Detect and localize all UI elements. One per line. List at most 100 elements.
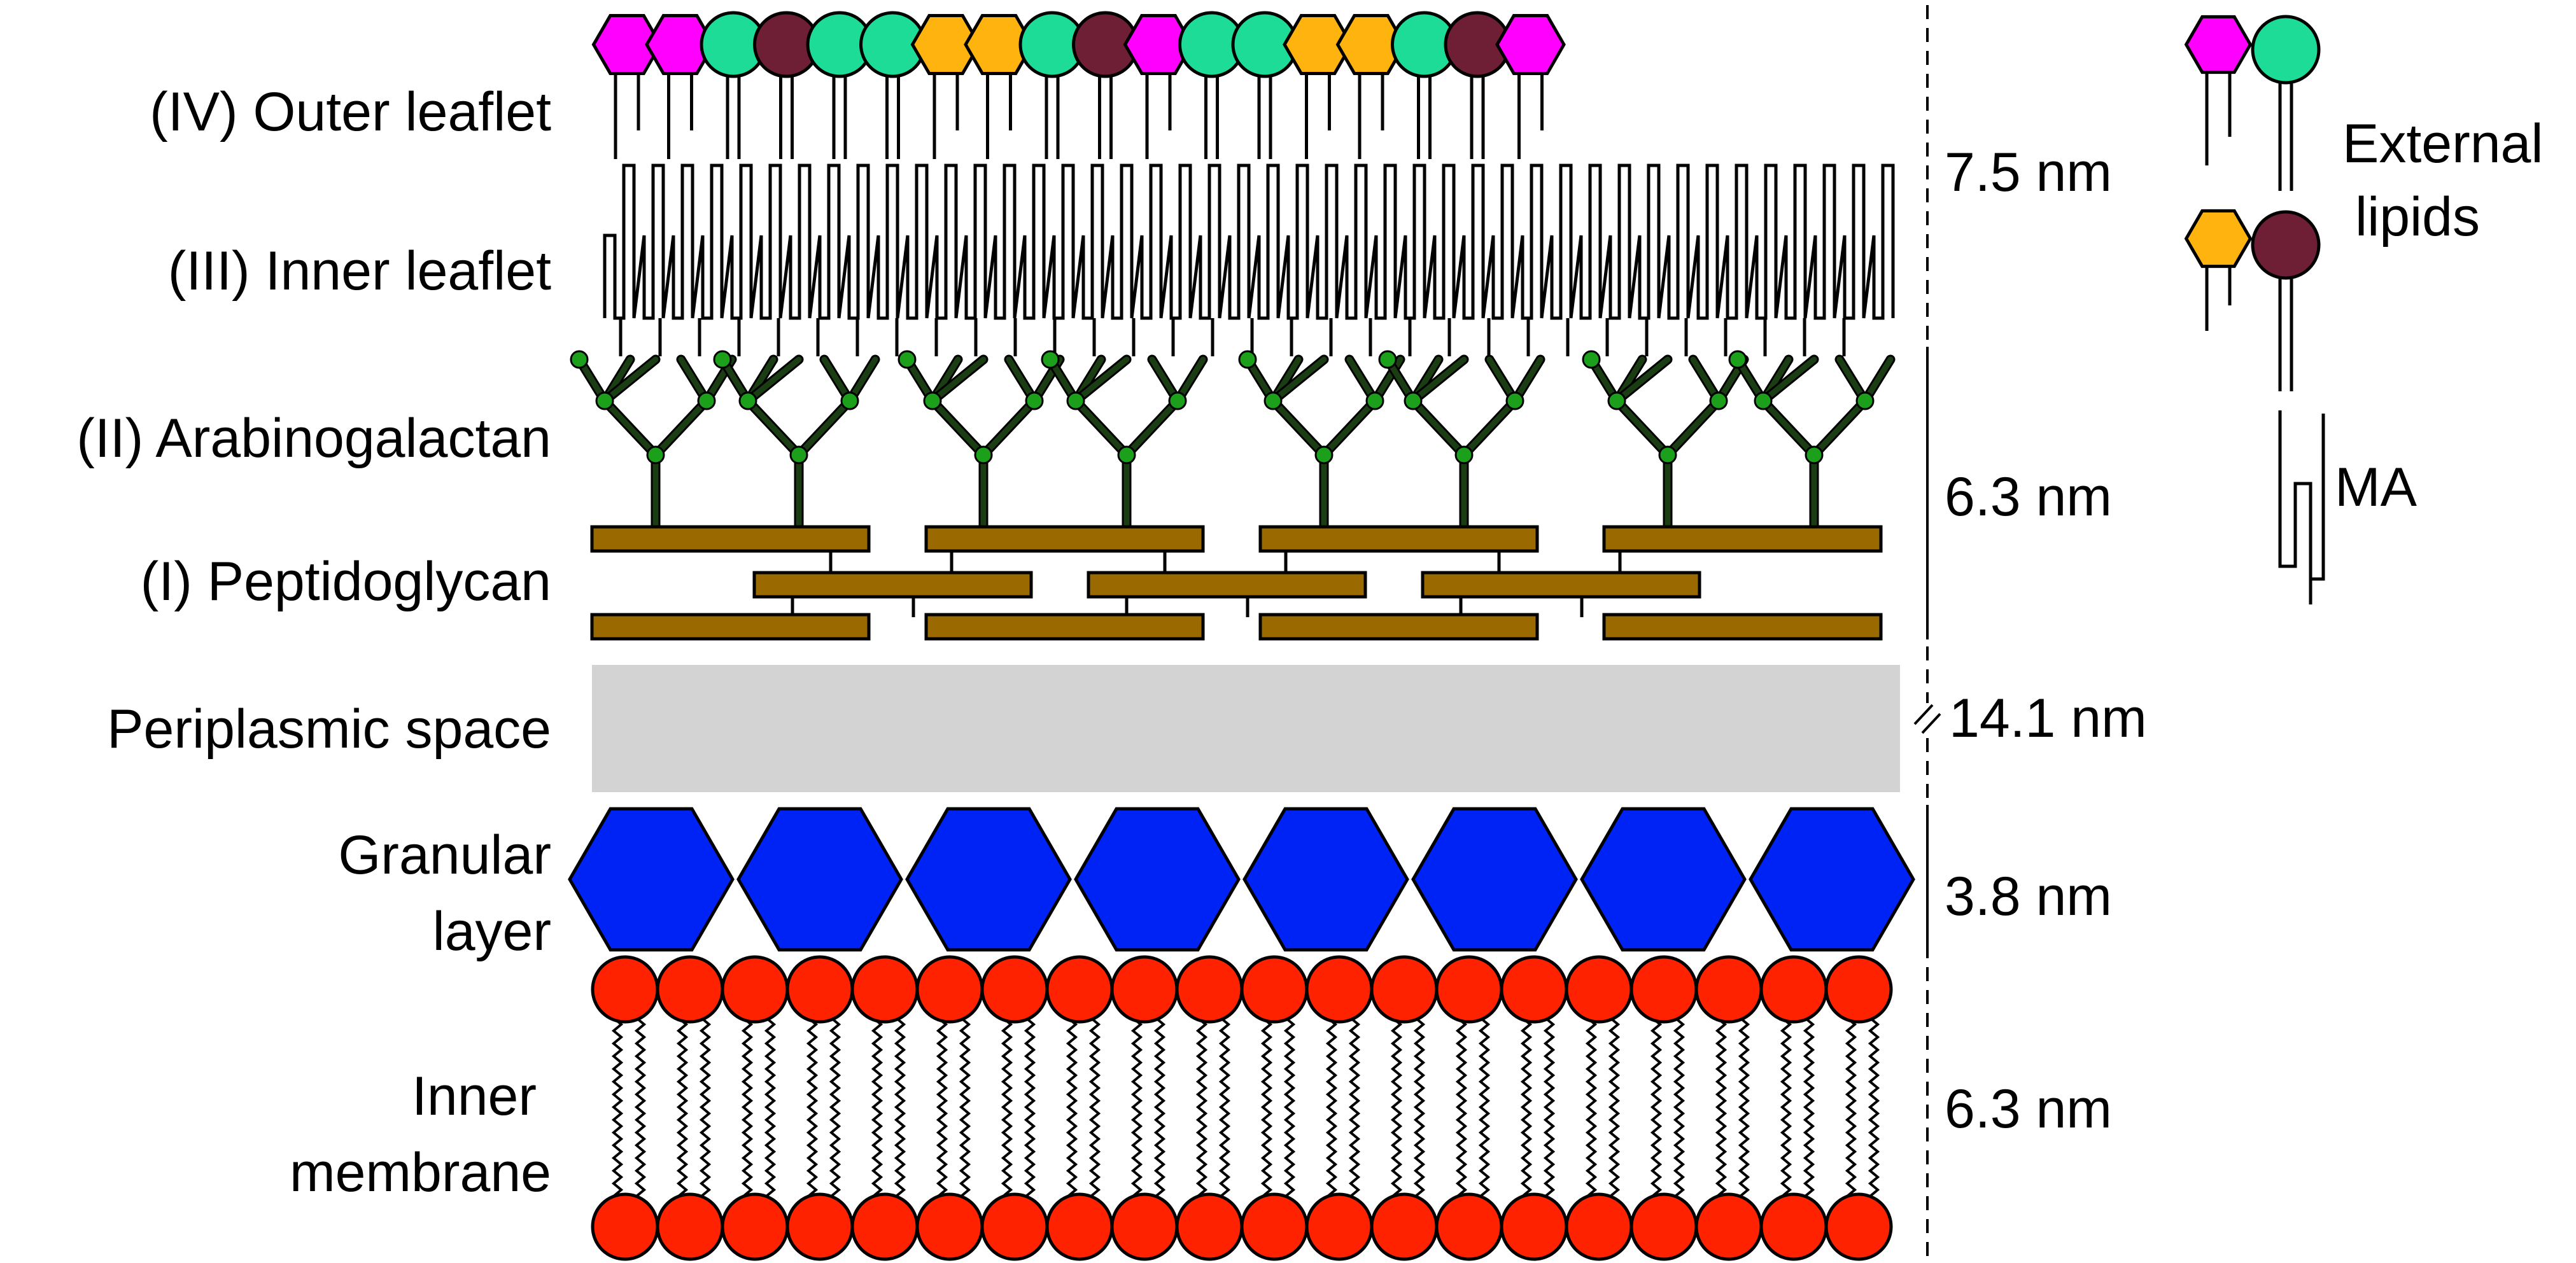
phospholipid-tail [1001, 1017, 1013, 1197]
phospholipid-tail [871, 1017, 883, 1197]
outer-lipid-tail [1204, 73, 1219, 159]
ag-sugar-node [789, 445, 808, 464]
phospholipid-tail [1543, 1017, 1556, 1197]
ag-sugar-node [1314, 445, 1334, 464]
ag-sugar-node [1805, 445, 1824, 464]
periplasmic-space-band [592, 665, 1900, 792]
peptidoglycan-strand [1421, 571, 1701, 599]
ag-sugar-node [1709, 391, 1728, 410]
granular-layer [568, 807, 1915, 952]
maroon-circle-head [2251, 210, 2321, 280]
label-inner: Inner [412, 1066, 537, 1127]
ag-sugar-node [1658, 445, 1677, 464]
phospholipid-head-bottom [1500, 1192, 1568, 1261]
ag-sugar-node [1505, 391, 1524, 410]
granular-protein-hexagon [1580, 807, 1747, 952]
phospholipid-tail [1520, 1017, 1533, 1197]
arabinogalactan-branch [570, 350, 737, 533]
ag-sugar-node [897, 350, 917, 369]
orange-hexagon-head [964, 14, 1034, 75]
phospholipid-tail [676, 1017, 689, 1197]
granular-protein-hexagon [736, 807, 903, 952]
phospholipid-head-bottom [1370, 1192, 1439, 1261]
phospholipid-head-top [1175, 955, 1244, 1024]
teal-circle-head [2251, 15, 2321, 85]
phospholipid-head-top [1045, 955, 1114, 1024]
mycomembrane-layer [591, 11, 1895, 356]
ag-sugar-node [1404, 391, 1423, 410]
ag-sugar-node [1454, 445, 1474, 464]
phospholipid-tail [1780, 1017, 1792, 1197]
phospholipid-head-top [785, 955, 854, 1024]
measure-inner-membrane: 6.3 nm [1945, 1078, 2112, 1140]
magenta-hexagon-head [645, 14, 715, 75]
phospholipid-tail [1715, 1017, 1728, 1197]
phospholipid-tail [1390, 1017, 1403, 1197]
phospholipid-head-bottom [785, 1192, 854, 1261]
outer-lipid-tail [933, 60, 959, 159]
magenta-hexagon-head [591, 14, 663, 75]
ag-chain [1270, 398, 1378, 458]
arabinogalactan-branch [1378, 350, 1545, 533]
ag-sugar-node [595, 391, 614, 410]
phospholipid-head-top [1629, 955, 1698, 1024]
ag-chain [929, 398, 1038, 458]
arabinogalactan-branch [1582, 350, 1749, 533]
outer-lipid-tail [1305, 60, 1331, 159]
ag-chain [1410, 398, 1518, 458]
legend-ma: MA [2335, 457, 2418, 518]
phospholipid-tail [936, 1017, 948, 1197]
ag-sugar-node [923, 391, 942, 410]
label-inner-leaflet: (III) Inner leaflet [168, 241, 551, 302]
ag-sugar-node [1066, 391, 1085, 410]
ag-sugar-node [1117, 445, 1136, 464]
ag-sugar-node [1365, 391, 1384, 410]
ag-sugar-node [697, 391, 716, 410]
ag-sugar-node [646, 445, 665, 464]
phospholipid-tail [741, 1017, 754, 1197]
phospholipid-head-top [1694, 955, 1763, 1024]
phospholipid-tail [1195, 1017, 1208, 1197]
magenta-hexagon-head [1123, 14, 1194, 75]
outer-lipid-tail [1358, 60, 1384, 159]
ag-chain [745, 356, 802, 404]
peptidoglycan-strand [590, 525, 871, 553]
label-inner-membrane: membrane [290, 1142, 551, 1203]
peptidoglycan-layer [590, 525, 1883, 641]
phospholipid-tail [699, 1017, 712, 1197]
peptidoglycan-strand [924, 613, 1205, 641]
phospholipid-head-top [591, 955, 659, 1024]
phospholipid-head-top [1240, 955, 1309, 1024]
phospholipid-tail [1024, 1017, 1036, 1197]
outer-lipid-tail [726, 73, 741, 159]
ag-sugar-node [570, 350, 589, 369]
phospholipid-head-top [1565, 955, 1633, 1024]
outer-lipid-tail [779, 73, 794, 159]
phospholipid-head-top [1305, 955, 1374, 1024]
outer-lipid-tail [1517, 60, 1544, 159]
outer-lipid-tail [1045, 73, 1060, 159]
phospholipid-tail [1455, 1017, 1468, 1197]
phospholipid-head-bottom [1175, 1192, 1244, 1261]
legend-lipid-tail [2205, 60, 2232, 165]
orange-hexagon-head [2184, 209, 2253, 269]
phospholipid-head-top [721, 955, 789, 1024]
arabinogalactan-branch [1238, 350, 1405, 533]
phospholipid-tail [1218, 1017, 1231, 1197]
phospholipid-head-bottom [980, 1192, 1049, 1261]
outer-lipid-tail [1257, 73, 1272, 159]
orange-hexagon-head [1283, 14, 1353, 75]
phospholipid-head-bottom [850, 1192, 919, 1261]
ag-sugar-node [713, 350, 732, 369]
peptidoglycan-strand [1602, 525, 1883, 553]
phospholipid-head-bottom [1629, 1192, 1698, 1261]
granular-protein-hexagon [1411, 807, 1578, 952]
label-granular-layer: layer [433, 901, 551, 962]
arabinogalactan-branch [1728, 350, 1896, 533]
phospholipid-head-bottom [1240, 1192, 1309, 1261]
magenta-hexagon-head [2184, 15, 2253, 74]
phospholipid-head-bottom [1694, 1192, 1763, 1261]
magenta-hexagon-head [1495, 14, 1566, 75]
orange-hexagon-head [1335, 14, 1407, 75]
ag-sugar-node [1238, 350, 1257, 369]
